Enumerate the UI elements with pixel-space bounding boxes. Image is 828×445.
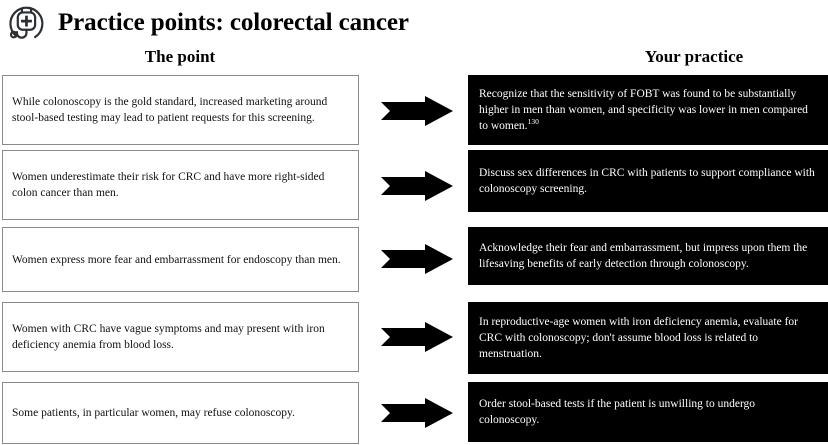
practice-text: Order stool-based tests if the patient i… — [468, 396, 828, 428]
practice-cell: In reproductive-age women with iron defi… — [468, 302, 828, 374]
practice-cell: Recognize that the sensitivity of FOBT w… — [468, 75, 828, 145]
column-header-the-point: The point — [144, 47, 216, 66]
practice-cell: Order stool-based tests if the patient i… — [468, 382, 828, 442]
point-cell: While colonoscopy is the gold standard, … — [2, 75, 359, 145]
point-text: Women with CRC have vague symptoms and m… — [12, 323, 325, 351]
right-arrow-icon — [381, 398, 453, 428]
column-header-your-practice: Your practice — [644, 47, 744, 66]
practice-body: Acknowledge their fear and embarrassment… — [479, 242, 808, 270]
point-cell: Some patients, in particular women, may … — [2, 382, 359, 444]
practice-cell: Discuss sex differences in CRC with pati… — [468, 150, 828, 212]
right-arrow-icon — [381, 96, 453, 126]
point-cell: Women underestimate their risk for CRC a… — [2, 150, 359, 220]
point-text: While colonoscopy is the gold standard, … — [12, 96, 328, 124]
practice-cell: Acknowledge their fear and embarrassment… — [468, 227, 828, 285]
stethoscope-medical-cross-icon — [2, 0, 50, 44]
page-header: Practice points: colorectal cancer — [0, 0, 828, 44]
point-cell: Women express more fear and embarrassmen… — [2, 227, 359, 292]
practice-body: Order stool-based tests if the patient i… — [479, 398, 756, 426]
point-text: Some patients, in particular women, may … — [12, 407, 295, 419]
practice-body: In reproductive-age women with iron defi… — [479, 316, 798, 360]
practice-text: Discuss sex differences in CRC with pati… — [468, 165, 828, 197]
right-arrow-icon — [381, 171, 453, 201]
page-title: Practice points: colorectal cancer — [58, 8, 409, 36]
point-cell: Women with CRC have vague symptoms and m… — [2, 302, 359, 372]
point-text: Women express more fear and embarrassmen… — [12, 253, 341, 266]
practice-text: Acknowledge their fear and embarrassment… — [468, 240, 828, 272]
practice-text: In reproductive-age women with iron defi… — [468, 314, 828, 362]
point-text: Women underestimate their risk for CRC a… — [12, 171, 325, 199]
column-headers: The point Your practice — [0, 44, 828, 72]
practice-body: Discuss sex differences in CRC with pati… — [479, 167, 815, 195]
right-arrow-icon — [381, 244, 453, 274]
citation-marker: 130 — [527, 117, 539, 127]
right-arrow-icon — [381, 322, 453, 352]
practice-body: Recognize that the sensitivity of FOBT w… — [479, 88, 808, 132]
practice-text: Recognize that the sensitivity of FOBT w… — [468, 86, 828, 134]
